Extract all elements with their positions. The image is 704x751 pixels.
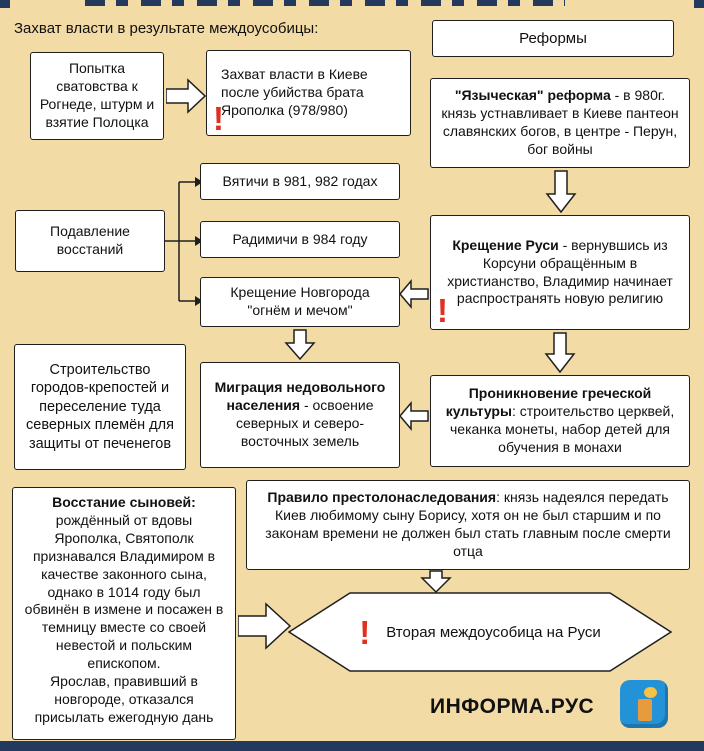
top-right-corner-mark — [694, 0, 704, 8]
intro-label: Захват власти в результате междоусобицы: — [14, 20, 319, 37]
alert-exclamation-icon: ! — [437, 292, 448, 329]
box-sons-revolt-rest2: Ярослав, правивший в новгороде, отказалс… — [34, 673, 214, 725]
arrow-down-succession-to-feud — [420, 570, 452, 594]
box-succession-bold: Правило престолонаследования — [267, 489, 497, 506]
box-sons-revolt-rest1: рождённый от вдовы Ярополка, Святополк п… — [24, 511, 224, 672]
box-fortresses: Строительство городов-крепостей и пересе… — [14, 344, 186, 470]
box-suppression: Подавление восстаний — [15, 210, 165, 272]
alert-exclamation-icon: ! — [213, 100, 224, 137]
box-greek-rest: : строительство церквей, чеканка монеты,… — [449, 403, 675, 455]
box-novgorod-text: Крещение Новгорода "огнём и мечом" — [230, 284, 370, 318]
box-fortresses-text: Строительство городов-крепостей и пересе… — [26, 361, 174, 452]
box-greek-culture: Проникновение греческой культуры: строит… — [430, 375, 690, 467]
box-radimichi-text: Радимичи в 984 году — [232, 230, 368, 247]
logo-i-stem — [638, 699, 652, 721]
box-reforms-text: Реформы — [519, 29, 587, 47]
box-baptism: Крещение Руси - вернувшись из Корсуни об… — [430, 215, 690, 330]
arrow-down-baptism-to-greek — [544, 332, 576, 374]
arrow-left-baptism-to-novgorod — [399, 278, 429, 310]
hexagon-second-feud: ! Вторая междоусобица на Руси — [288, 592, 672, 672]
box-sons-revolt-text: Восстание сыновей: рождённый от вдовы Яр… — [21, 494, 227, 727]
box-pagan-text: "Языческая" реформа - в 980г. князь устн… — [439, 87, 681, 159]
arrow-right-courtship-to-seizure — [166, 78, 206, 114]
box-pagan-rest: - в 980г. князь устнавливает в Киеве пан… — [441, 87, 679, 157]
box-baptism-bold: Крещение Руси — [452, 236, 559, 253]
box-pagan-reform: "Языческая" реформа - в 980г. князь устн… — [430, 78, 690, 168]
box-vyatichi: Вятичи в 981, 982 годах — [200, 163, 400, 200]
arrow-left-greek-to-migration — [399, 400, 429, 432]
box-pagan-bold: "Языческая" реформа — [454, 87, 611, 104]
box-sons-revolt-bold: Восстание сыновей: — [52, 494, 196, 510]
alert-exclamation-icon: ! — [359, 613, 371, 651]
arrow-down-novgorod-to-migration — [284, 329, 316, 361]
box-baptism-text: Крещение Руси - вернувшись из Корсуни об… — [439, 237, 681, 309]
box-courtship: Попытка сватовства к Рогнеде, штурм и вз… — [30, 52, 164, 140]
box-migration-bold: Миграция недовольного населения — [214, 379, 386, 414]
bottom-bar — [0, 741, 704, 751]
box-courtship-text: Попытка сватовства к Рогнеде, штурм и вз… — [39, 60, 155, 130]
brand-text: ИНФОРМА.РУС — [430, 695, 595, 718]
box-suppression-text: Подавление восстаний — [50, 223, 130, 257]
box-seizure: Захват власти в Киеве после убийства бра… — [206, 50, 411, 136]
informa-logo-icon — [620, 680, 668, 728]
box-migration-rest: - освоение северных и северо-восточных з… — [235, 397, 374, 449]
box-greek-bold: Проникновение греческой культуры — [445, 385, 652, 420]
box-migration: Миграция недовольного населения - освоен… — [200, 362, 400, 468]
box-succession-text: Правило престолонаследования: князь наде… — [255, 489, 681, 561]
box-greek-text: Проникновение греческой культуры: строит… — [439, 385, 681, 457]
box-reforms-header: Реформы — [432, 20, 674, 57]
box-radimichi: Радимичи в 984 году — [200, 221, 400, 258]
hexagon-content: ! Вторая междоусобица на Руси — [288, 592, 672, 672]
arrow-down-pagan-to-baptism — [545, 170, 577, 214]
box-vyatichi-text: Вятичи в 981, 982 годах — [222, 172, 378, 189]
box-migration-text: Миграция недовольного населения - освоен… — [209, 379, 391, 451]
hexagon-shape — [288, 592, 672, 672]
box-baptism-rest: - вернувшись из Корсуни обращённым в хри… — [447, 236, 673, 307]
box-seizure-text: Захват власти в Киеве после убийства бра… — [221, 66, 368, 118]
box-succession-rest: : князь надеялся передать Киев любимому … — [265, 489, 671, 559]
logo-i-dot — [644, 687, 657, 698]
hexagon-feud-text: Вторая междоусобица на Руси — [386, 623, 601, 641]
top-left-corner-mark — [0, 0, 10, 8]
cutoff-title-fragments — [85, 0, 565, 6]
branch-arrows-suppression — [165, 177, 203, 306]
box-novgorod-baptism: Крещение Новгорода "огнём и мечом" — [200, 277, 400, 327]
box-sons-revolt: Восстание сыновей: рождённый от вдовы Яр… — [12, 487, 236, 740]
box-succession-rule: Правило престолонаследования: князь наде… — [246, 480, 690, 570]
arrow-right-revolt-to-feud — [238, 602, 292, 650]
